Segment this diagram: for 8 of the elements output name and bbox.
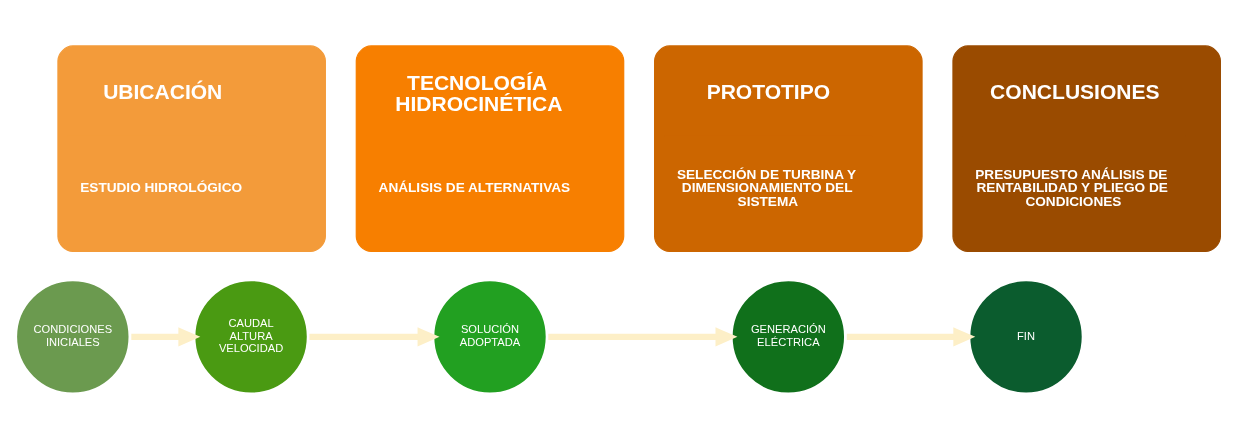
arrow <box>846 327 976 347</box>
node-box: TECNOLOGÍA HIDROCINÉTICA ANÁLISIS DE ALTERNATIVAS <box>355 45 625 253</box>
arrow <box>309 327 440 347</box>
node-box: UBICACIÓN ESTUDIO HIDROLÓGICO <box>57 45 326 253</box>
node-box: CONCLUSIONES PRESUPUESTO ANÁLISIS DE RENTABILIDAD Y PLIEGO DE CONDICIONES <box>952 45 1221 253</box>
arrow <box>131 327 201 347</box>
arrow <box>548 327 738 347</box>
node-box: PROTOTIPO SELECCIÓN DE TURBINA Y DIMENSIONAMIENTO DEL SISTEMA <box>654 45 923 253</box>
